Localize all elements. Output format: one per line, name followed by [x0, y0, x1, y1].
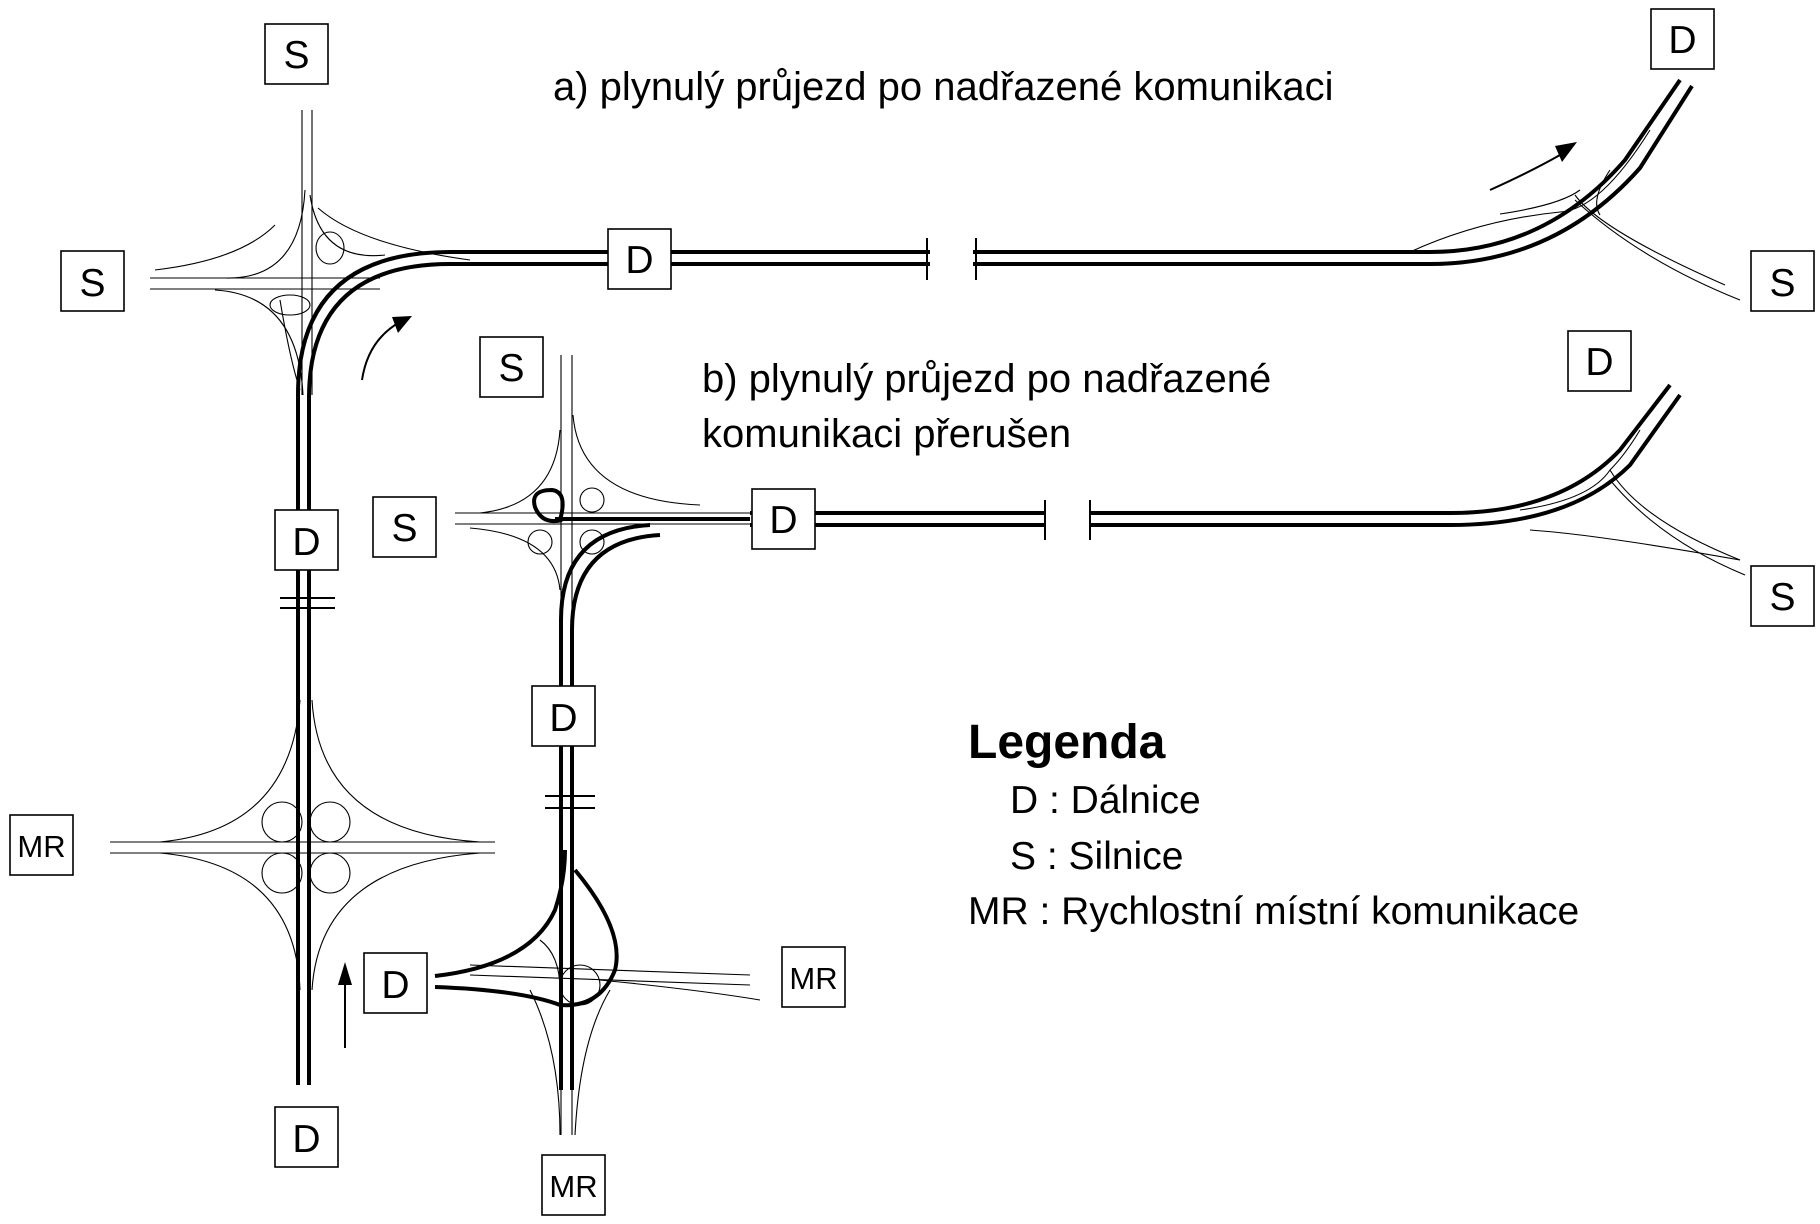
- label-a-bottom: D: [274, 1106, 339, 1168]
- legend-entry-s: S : Silnice: [1010, 835, 1183, 878]
- svg-text:D: D: [1668, 19, 1696, 62]
- label-b-vertical: D: [531, 685, 596, 747]
- label-b-left: S: [372, 496, 437, 558]
- title-b-line2: komunikaci přerušen: [702, 412, 1071, 456]
- legend-entry-mr: MR : Rychlostní místní komunikace: [968, 890, 1579, 933]
- svg-text:MR: MR: [549, 1169, 597, 1204]
- scenario-a-network: [110, 78, 1741, 1085]
- label-a-right-top: D: [1650, 8, 1715, 70]
- label-a-vertical: D: [274, 509, 339, 571]
- title-a: a) plynulý průjezd po nadřazené komunika…: [553, 65, 1333, 109]
- label-b-right-top: D: [1567, 330, 1632, 392]
- svg-text:S: S: [283, 34, 309, 77]
- svg-text:D: D: [381, 964, 409, 1007]
- svg-text:S: S: [498, 347, 524, 390]
- label-a-left: S: [60, 250, 125, 312]
- svg-text:D: D: [1585, 341, 1613, 384]
- label-b-bottom-left: D: [363, 952, 428, 1014]
- label-a-mr: MR: [9, 814, 74, 876]
- svg-text:MR: MR: [17, 829, 65, 864]
- svg-text:S: S: [79, 262, 105, 305]
- svg-text:S: S: [1769, 262, 1795, 305]
- svg-text:S: S: [391, 507, 417, 550]
- svg-text:MR: MR: [789, 961, 837, 996]
- legend: Legenda D : Dálnice S : Silnice MR : Ryc…: [968, 716, 1579, 933]
- svg-text:D: D: [625, 239, 653, 282]
- label-a-right-bottom: S: [1750, 250, 1815, 312]
- svg-text:D: D: [292, 521, 320, 564]
- svg-text:D: D: [549, 697, 577, 740]
- label-a-top: S: [264, 23, 329, 85]
- legend-title: Legenda: [968, 716, 1166, 769]
- svg-text:D: D: [292, 1118, 320, 1161]
- scenario-b-network: [434, 355, 1746, 1136]
- svg-text:S: S: [1769, 576, 1795, 619]
- svg-text:D: D: [769, 499, 797, 542]
- label-b-mid: D: [751, 488, 816, 550]
- label-a-mid: D: [607, 228, 672, 290]
- label-b-right-bottom: S: [1750, 565, 1815, 627]
- label-b-mr-bottom: MR: [541, 1154, 606, 1216]
- legend-entry-d: D : Dálnice: [1010, 779, 1201, 822]
- label-b-top: S: [479, 336, 544, 398]
- label-b-mr-right: MR: [781, 946, 846, 1008]
- title-b-line1: b) plynulý průjezd po nadřazené: [702, 357, 1271, 401]
